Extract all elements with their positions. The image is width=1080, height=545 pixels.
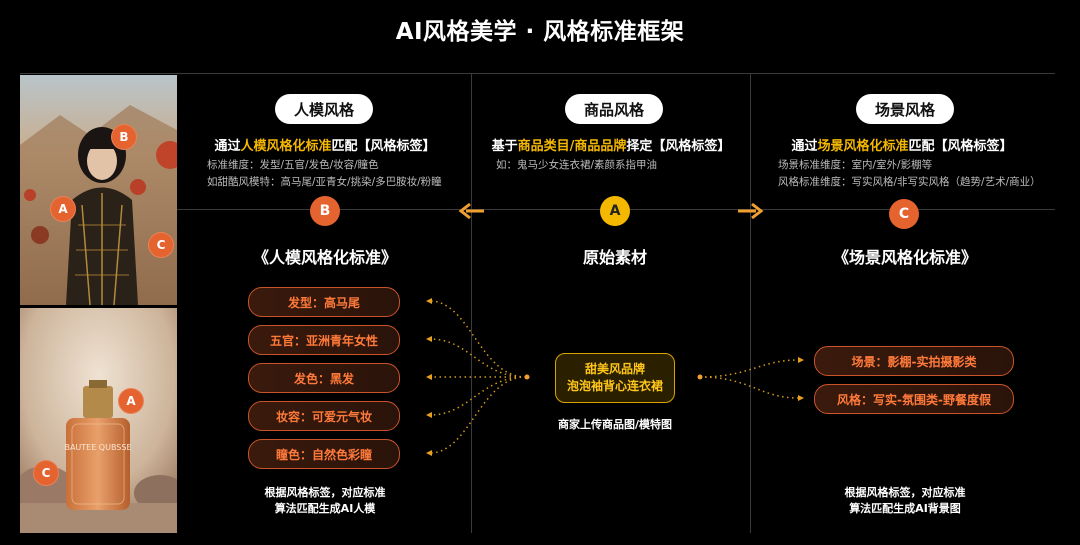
- model-standard-title: 《人模风格化标准》: [252, 248, 397, 267]
- model-marker-b: B: [111, 124, 137, 150]
- scene-tag-style: 风格：写实-氛围类-野餐度假: [814, 384, 1014, 414]
- scene-note-1: 根据风格标签，对应标准: [844, 486, 966, 499]
- top-divider: [20, 73, 1055, 74]
- scene-standard-title: 《场景风格化标准》: [832, 248, 977, 267]
- scene-connector-lines: [699, 359, 799, 399]
- product-marker-c: C: [33, 460, 59, 486]
- product-standard-title: 原始素材: [582, 248, 647, 267]
- perfume-illustration: BAUTEE QUBSSE: [20, 308, 177, 533]
- model-note-1: 根据风格标签，对应标准: [264, 486, 386, 499]
- scene-sub-1: 场景标准维度：室内/室外/影棚等: [778, 159, 933, 171]
- scene-style-pill: 场景风格: [856, 94, 954, 124]
- model-connector-arrowheads: [426, 298, 432, 456]
- product-source-box: 甜美风品牌 泡泡袖背心连衣裙: [555, 353, 675, 403]
- product-rule-highlight: 商品类目/商品品牌: [517, 139, 627, 154]
- product-marker-a: A: [118, 388, 144, 414]
- model-rule-prefix: 通过: [214, 139, 241, 154]
- column-divider-2: [750, 73, 751, 533]
- perfume-label-text: BAUTEE QUBSSE: [64, 443, 131, 452]
- product-rule: 基于商品类目/商品品牌择定【风格标签】: [472, 135, 750, 154]
- model-rule-suffix: 匹配【风格标签】: [331, 139, 436, 154]
- model-connector-origin: [524, 374, 530, 380]
- scene-note-2: 算法匹配生成AI背景图: [849, 502, 961, 515]
- scene-rule: 通过场景风格化标准匹配【风格标签】: [752, 135, 1052, 154]
- product-sub-1: 如：鬼马少女连衣裙/素颜系指甲油: [496, 159, 658, 171]
- model-rule: 通过人模风格化标准匹配【风格标签】: [180, 135, 470, 154]
- product-style-pill: 商品风格: [565, 94, 663, 124]
- model-marker-a: A: [50, 196, 76, 222]
- scene-connector-arrowheads: [798, 357, 804, 401]
- model-note-2: 算法匹配生成AI人模: [274, 502, 376, 515]
- scene-rule-suffix: 匹配【风格标签】: [908, 139, 1013, 154]
- model-tag-hair-color: 发色：黑发: [248, 363, 400, 393]
- model-tag-hair: 发型：高马尾: [248, 287, 400, 317]
- model-sub-1: 标准维度：发型/五官/发色/妆容/瞳色: [207, 159, 379, 171]
- scene-rule-highlight: 场景风格化标准: [817, 139, 909, 154]
- page-title: AI风格美学 · 风格标准框架: [395, 19, 685, 45]
- model-rule-highlight: 人模风格化标准: [240, 139, 332, 154]
- model-tag-makeup: 妆容：可爱元气妆: [248, 401, 400, 431]
- scene-sub-2: 风格标准维度：写实风格/非写实风格（趋势/艺术/商业）: [778, 176, 1041, 188]
- product-rule-prefix: 基于: [491, 139, 518, 154]
- model-badge: B: [310, 196, 340, 226]
- model-connector-lines: [429, 300, 527, 454]
- product-note: 商家上传商品图/模特图: [557, 418, 673, 431]
- product-badge: A: [600, 196, 630, 226]
- scene-rule-prefix: 通过: [791, 139, 818, 154]
- scene-tag-setting: 场景：影棚-实拍摄影类: [814, 346, 1014, 376]
- product-photo: BAUTEE QUBSSE: [20, 308, 177, 533]
- model-tag-features: 五官：亚洲青年女性: [248, 325, 400, 355]
- product-rule-suffix: 择定【风格标签】: [626, 139, 731, 154]
- model-illustration: [20, 75, 177, 305]
- left-arrow: [458, 202, 484, 220]
- model-style-pill: 人模风格: [275, 94, 373, 124]
- model-marker-c: C: [148, 232, 174, 258]
- product-box-line-2: 泡泡袖背心连衣裙: [566, 379, 663, 393]
- scene-badge: C: [889, 199, 919, 229]
- model-photo: [20, 75, 177, 305]
- model-tag-pupil: 瞳色：自然色彩瞳: [248, 439, 400, 469]
- scene-connector-origin: [697, 374, 703, 380]
- model-sub-2: 如甜酷风模特：高马尾/亚青女/挑染/多巴胺妆/粉瞳: [207, 176, 442, 188]
- product-box-line-1: 甜美风品牌: [584, 362, 645, 376]
